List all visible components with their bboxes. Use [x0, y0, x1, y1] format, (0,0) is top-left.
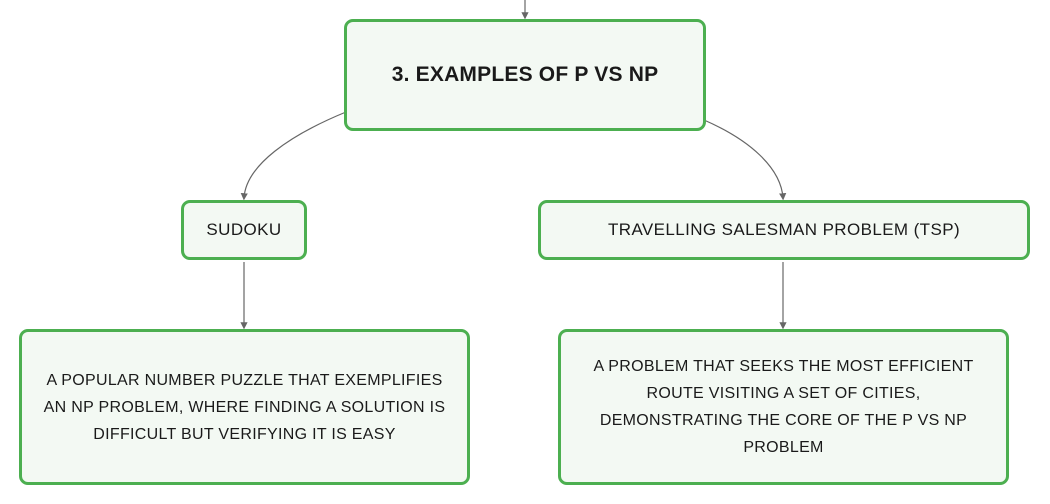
detail-text-sudoku: A POPULAR NUMBER PUZZLE THAT EXEMPLIFIES…: [43, 371, 446, 443]
detail-node-tsp[interactable]: A PROBLEM THAT SEEKS THE MOST EFFICIENT …: [558, 329, 1009, 485]
detail-node-sudoku[interactable]: A POPULAR NUMBER PUZZLE THAT EXEMPLIFIES…: [19, 329, 470, 485]
subtopic-label-tsp: TRAVELLING SALESMAN PROBLEM (TSP): [607, 220, 961, 239]
detail-text-tsp: A PROBLEM THAT SEEKS THE MOST EFFICIENT …: [593, 358, 974, 456]
subtopic-node-sudoku[interactable]: SUDOKU: [181, 200, 307, 260]
main-topic-node[interactable]: 3. EXAMPLES OF P VS NP: [344, 19, 706, 131]
main-topic-label: 3. EXAMPLES OF P VS NP: [391, 63, 659, 86]
connector-main-to-sudoku: [240, 111, 347, 201]
subtopic-label-sudoku: SUDOKU: [206, 220, 282, 239]
connector-main-to-tsp: [703, 119, 787, 201]
subtopic-node-tsp[interactable]: TRAVELLING SALESMAN PROBLEM (TSP): [538, 200, 1030, 260]
